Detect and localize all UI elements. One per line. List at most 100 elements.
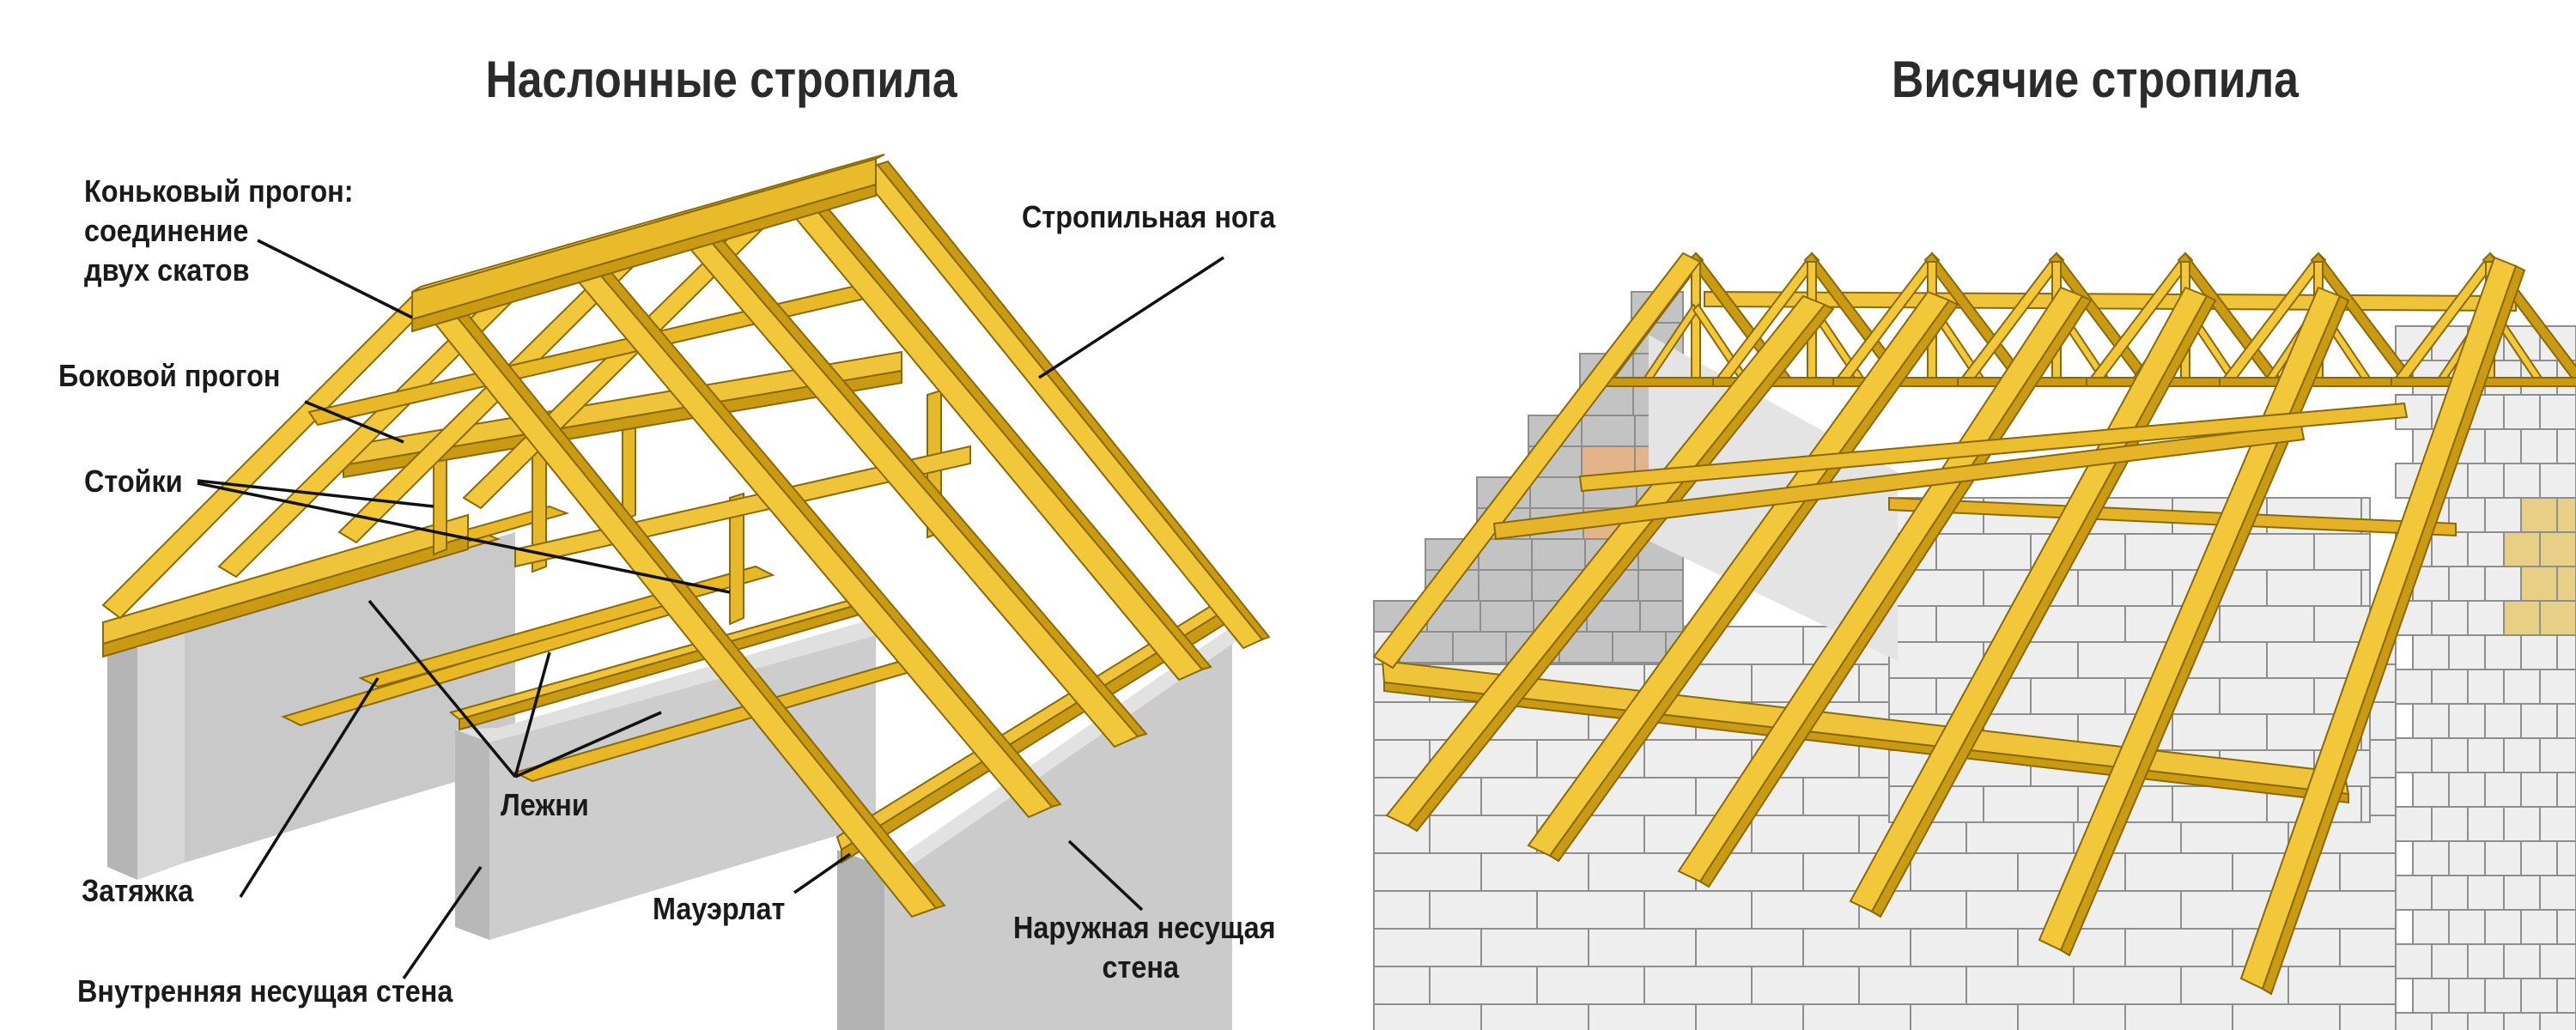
label-outer-bearing-wall: Наружная несущая стена (1013, 908, 1276, 987)
masonry-block (2539, 875, 2576, 911)
masonry-block (1529, 476, 1584, 509)
leaning-rafters-drawing (101, 154, 1271, 1030)
label-posts: Стойки (84, 464, 183, 499)
masonry-block (2484, 497, 2522, 533)
masonry-block (2077, 641, 2173, 679)
masonry-block (1429, 966, 1538, 1005)
masonry-block (2484, 978, 2522, 1014)
masonry-block (2520, 703, 2558, 739)
masonry-block (2124, 1003, 2233, 1030)
masonry-block (2520, 428, 2558, 464)
masonry-block (2339, 852, 2397, 892)
masonry-block (2124, 852, 2233, 892)
masonry-block (2448, 566, 2486, 602)
label-rafter-leg: Стропильная нога (1022, 199, 1276, 234)
masonry-block (1965, 966, 2075, 1005)
masonry-block (2266, 641, 2362, 679)
label-side-purlin: Боковой прогон (58, 358, 281, 393)
masonry-block (1429, 815, 1538, 854)
masonry-block (2431, 600, 2469, 636)
masonry-block (1802, 1003, 1911, 1030)
masonry-block (2412, 978, 2450, 1014)
title-leaning-rafters: Наслонные стропила (485, 51, 957, 108)
masonry-block (2467, 669, 2505, 705)
masonry-block (2339, 928, 2397, 967)
label-mauerlat: Мауэрлат (653, 891, 786, 926)
label-tie-beam: Затяжка (82, 873, 194, 908)
masonry-block (1536, 966, 1645, 1005)
masonry-block (1531, 538, 1586, 571)
masonry-block (2503, 943, 2541, 979)
label-ridge-purlin: Коньковый прогон: соединение двух скатов (84, 172, 354, 290)
masonry-block (2395, 806, 2433, 842)
masonry-block (2172, 713, 2268, 751)
masonry-block (1478, 569, 1533, 602)
masonry-block (1751, 815, 1860, 854)
masonry-block (1373, 739, 1431, 779)
masonry-block (1588, 928, 1697, 967)
masonry-block (2539, 737, 2576, 773)
truss-king-post (1691, 261, 1701, 379)
outer-wall-right (837, 627, 1245, 1030)
masonry-block (1373, 852, 1482, 892)
masonry-block (2539, 463, 2576, 499)
masonry-block (2556, 909, 2576, 945)
masonry-block (2467, 806, 2505, 842)
aerated-concrete-walls (1373, 291, 2576, 1030)
masonry-block (2539, 806, 2576, 842)
masonry-block (2539, 1012, 2576, 1030)
masonry-block (1588, 1003, 1697, 1030)
masonry-block (1480, 852, 1589, 892)
masonry-block (2484, 428, 2522, 464)
label-ridge-line-3: двух скатов (84, 252, 250, 288)
masonry-block (2467, 600, 2505, 636)
masonry-block (2073, 966, 2182, 1005)
masonry-block (2484, 566, 2522, 602)
masonry-block (1429, 890, 1538, 930)
masonry-block (2520, 772, 2558, 808)
masonry-block (2431, 1012, 2469, 1030)
masonry-block (2467, 463, 2505, 499)
masonry-block (1695, 1003, 1804, 1030)
masonry-block (1888, 641, 1984, 679)
masonry-block (2484, 909, 2522, 945)
masonry-block (2448, 978, 2486, 1014)
masonry-block (2395, 875, 2433, 911)
masonry-block (2395, 1012, 2433, 1030)
masonry-block (1639, 600, 1684, 633)
masonry-block (2412, 909, 2450, 945)
masonry-block (2431, 669, 2469, 705)
masonry-block (2467, 737, 2505, 773)
masonry-block (2503, 531, 2541, 567)
masonry-block (1373, 928, 1482, 967)
masonry-block (2431, 737, 2469, 773)
masonry-block (2556, 978, 2576, 1014)
masonry-block (2077, 569, 2173, 607)
masonry-block (2467, 531, 2505, 567)
masonry-block (2313, 533, 2371, 571)
masonry-block (2467, 1012, 2505, 1030)
masonry-block (2360, 569, 2371, 607)
masonry-block (1643, 966, 1753, 1005)
masonry-block (2232, 1003, 2341, 1030)
masonry-block (2395, 669, 2433, 705)
masonry-block (2412, 840, 2450, 876)
masonry-block (2503, 737, 2541, 773)
leader-lines (197, 239, 1224, 979)
masonry-block (2431, 943, 2469, 979)
label-inner-bearing-wall: Внутренняя несущая стена (77, 973, 453, 1009)
masonry-block (2360, 785, 2371, 823)
masonry-block (2539, 600, 2576, 636)
masonry-block (2556, 840, 2576, 876)
masonry-block (2556, 566, 2576, 602)
masonry-block (1802, 928, 1911, 967)
masonry-block (2556, 428, 2576, 464)
label-ridge-line-2: соединение (84, 213, 249, 248)
masonry-block (2484, 634, 2522, 670)
masonry-block (2219, 605, 2315, 643)
collar-beam (1492, 402, 2409, 541)
masonry-block (2395, 737, 2433, 773)
masonry-block (1452, 631, 1507, 663)
masonry-block (1643, 739, 1753, 779)
title-hanging-rafters: Висячие стропила (1892, 51, 2299, 108)
